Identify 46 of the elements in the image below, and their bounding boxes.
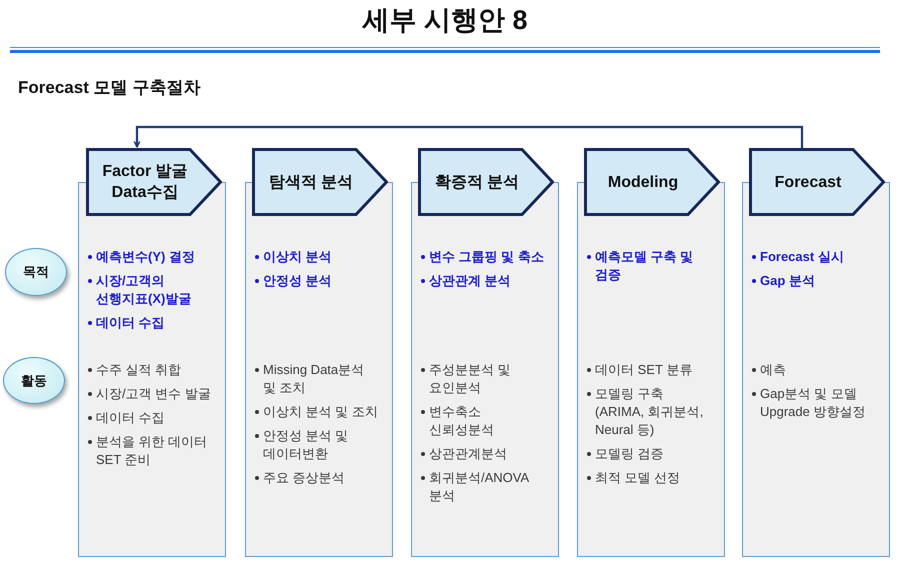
activity-item: Gap분석 및 모델 Upgrade 방향설정 (760, 385, 866, 421)
activity-item: 데이터 SET 분류 (595, 361, 694, 379)
pentagon-step-header (418, 148, 554, 216)
activity-item: 이상치 분석 및 조치 (263, 403, 379, 421)
purpose-item: 시장/고객의 선행지표(X)발굴 (96, 272, 192, 308)
activity-item: 안정성 분석 및 데이터변환 (263, 427, 350, 463)
activity-item: 변수축소 신뢰성분석 (429, 403, 495, 439)
activity-item: 주성분분석 및 요인분석 (429, 361, 512, 397)
step-title: Forecast (774, 172, 842, 192)
subtitle: Forecast 모델 구축절차 (18, 77, 200, 99)
step-title: 확증적 분석 (434, 172, 520, 192)
page-title: 세부 시행안 8 (362, 4, 528, 37)
activity-item: Missing Data분석 및 조치 (263, 361, 366, 397)
purpose-item: 상관관계 분석 (429, 272, 512, 290)
oval-label: 활동 (21, 372, 47, 390)
activity-item: 분석을 위한 데이터 SET 준비 (96, 433, 208, 469)
pentagon-step-header (86, 148, 222, 216)
activity-item: 회귀분석/ANOVA 분석 (429, 469, 530, 505)
purpose-item: 예측변수(Y) 결정 (96, 248, 196, 266)
purpose-item: 이상치 분석 (263, 248, 333, 266)
activity-item: 모델링 구축(ARIMA, 회귀분석, Neural 등) (595, 385, 704, 439)
purpose-item: Forecast 실시 (760, 248, 845, 266)
step-title: Factor 발굴 Data수집 (101, 162, 189, 203)
purpose-item: 변수 그룹핑 및 축소 (429, 248, 545, 266)
oval-shape (3, 357, 65, 404)
oval-label: 목적 (23, 263, 49, 281)
purpose-item: 안정성 분석 (263, 272, 333, 290)
oval-shape (5, 248, 67, 296)
pentagon-step-header (749, 148, 885, 216)
step-title: Modeling (608, 172, 678, 192)
pentagon-step-header (584, 148, 720, 216)
activity-item: 예측 (760, 361, 787, 379)
activity-item: 시장/고객 변수 발굴 (96, 385, 212, 403)
activity-item: 상관관계분석 (429, 445, 508, 463)
activity-item: 주요 증상분석 (263, 469, 346, 487)
feedback-arrow (134, 126, 804, 148)
purpose-item: Gap 분석 (760, 272, 816, 290)
activity-item: 최적 모델 선정 (595, 469, 682, 487)
activity-item: 모델링 검증 (595, 445, 665, 463)
purpose-item: 예측모델 구축 및 검증 (595, 248, 694, 284)
activity-item: 데이터 수집 (96, 409, 166, 427)
step-title: 탐색적 분석 (268, 172, 354, 192)
purpose-item: 데이터 수집 (96, 314, 166, 332)
step-panel (78, 182, 226, 557)
pentagon-step-header (252, 148, 388, 216)
activity-item: 수주 실적 취합 (96, 361, 182, 379)
